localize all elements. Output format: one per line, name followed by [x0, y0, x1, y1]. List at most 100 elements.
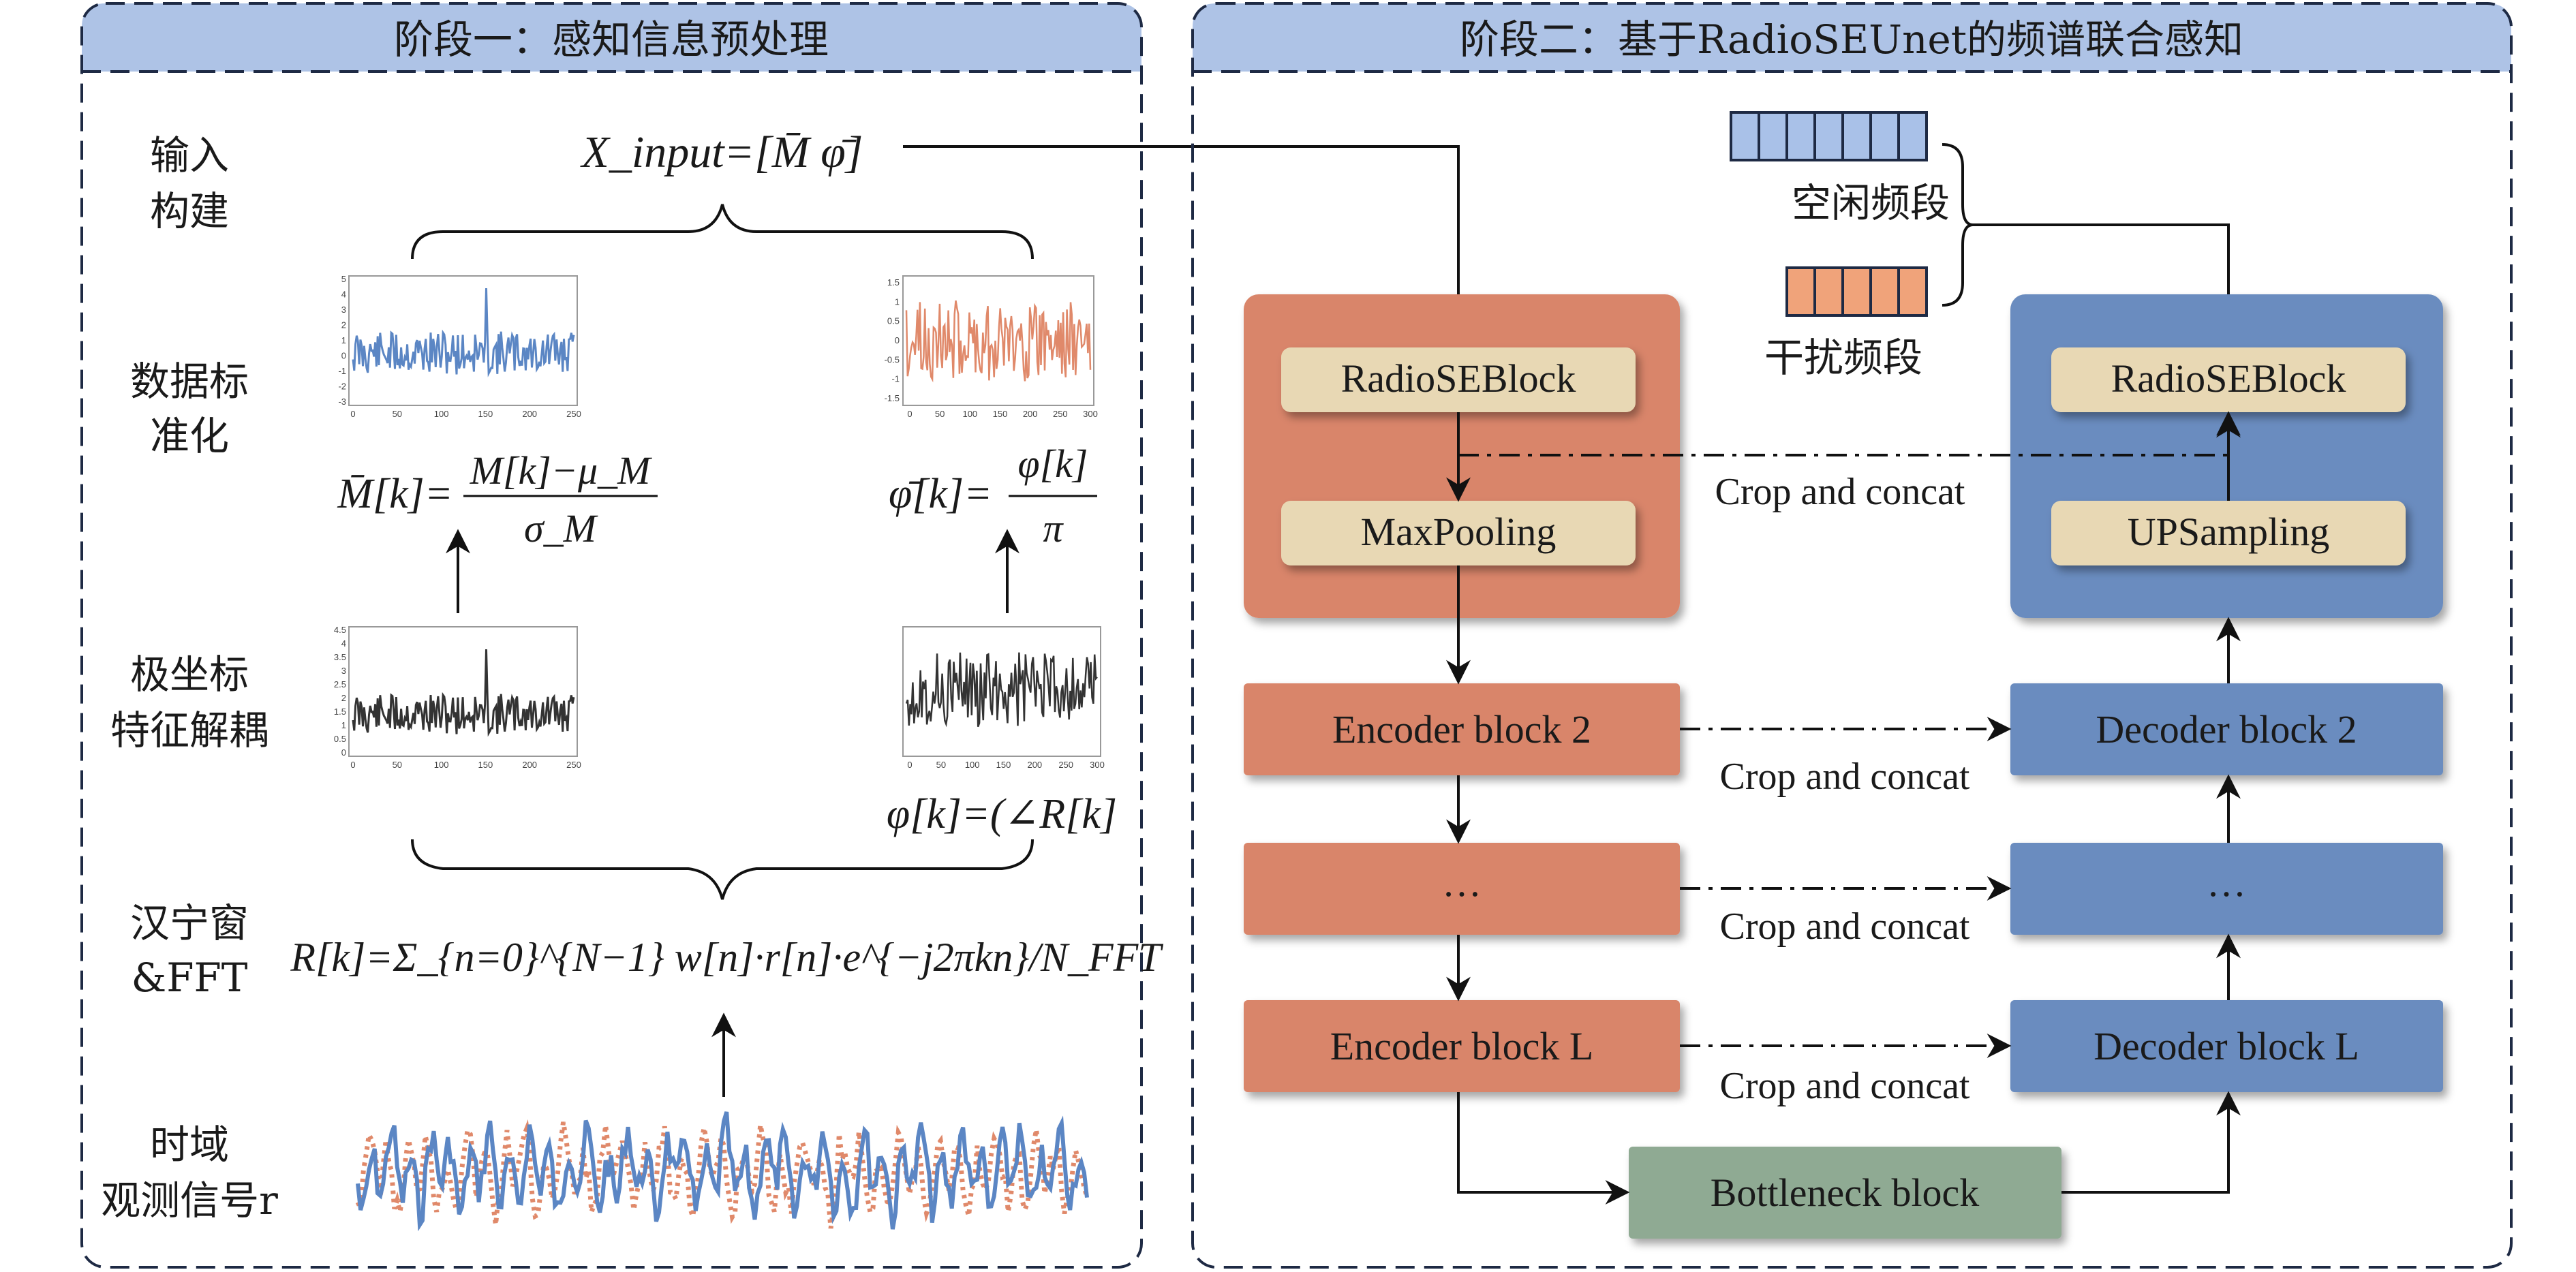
tick-label: 4: [341, 638, 346, 649]
tick-label: 250: [1053, 409, 1068, 419]
legend-idle-cells: [1730, 111, 1928, 161]
bottleneck-block: [1629, 1147, 2061, 1239]
stage1-border: [80, 2, 1143, 1269]
tick-label: 50: [393, 409, 402, 419]
tick-label: 2.5: [334, 679, 346, 689]
row-label-polar-2: 特征解耦: [110, 707, 269, 754]
tick-label: 1.5: [334, 707, 346, 717]
tick-label: 100: [434, 409, 449, 419]
tick-label: 50: [936, 760, 946, 770]
arrow-encL-to-bottleneck: [1457, 1092, 1630, 1205]
stage2-title: 阶段二：基于RadioSEUnet的频谱联合感知: [1460, 16, 2243, 63]
legend: 空闲频段 干扰频段: [1730, 111, 2230, 381]
tick-label: 0: [350, 409, 355, 419]
tick-label: -0.5: [885, 354, 900, 364]
svg-text:M̄[k]=: M̄[k]=: [337, 471, 453, 517]
raw-magnitude-series: [352, 649, 575, 737]
encoder-block-ellipsis-label: …: [1442, 860, 1482, 905]
tick-label: -2: [338, 382, 346, 392]
tick-label: 0: [341, 747, 346, 758]
tick-label: 300: [1083, 409, 1098, 419]
raw-magnitude-y-ticks: 00.511.522.533.544.5: [334, 625, 346, 758]
tick-label: 200: [1027, 760, 1042, 770]
legend-cell: [1897, 266, 1928, 317]
tick-label: 0: [907, 409, 912, 419]
stage1-panel: 阶段一：感知信息预处理 输入 构建 数据标 准化 极坐标 特征解耦 汉宁窗 &F…: [80, 2, 1471, 1269]
tick-label: 50: [935, 409, 945, 419]
tick-label: 200: [1023, 409, 1038, 419]
tick-label: -1: [338, 366, 346, 376]
legend-cell: [1869, 111, 1900, 161]
row-label-signal-2: 观测信号r: [101, 1177, 278, 1224]
tick-label: 100: [965, 760, 980, 770]
skip-label-1: Crop and concat: [1715, 471, 1965, 513]
normalized-magnitude-series: [352, 288, 575, 377]
tick-label: 1: [895, 296, 900, 307]
time-domain-signal: [355, 1111, 1090, 1232]
tick-label: 150: [996, 760, 1011, 770]
arrow-bottleneck-to-decL: [2061, 1091, 2241, 1194]
legend-cell: [1813, 266, 1844, 317]
encoder-maxpooling-label: MaxPooling: [1361, 510, 1557, 554]
encoder-block-ellipsis: [1244, 843, 1680, 935]
top-brace: [411, 204, 1034, 260]
encoder-block-L: [1244, 1000, 1680, 1092]
tick-label: 0: [341, 351, 346, 361]
svg-text:φ[k]: φ[k]: [1018, 441, 1088, 486]
decoder-block-ellipsis-label: …: [2207, 860, 2246, 905]
tick-label: -1.5: [885, 393, 900, 403]
tick-label: 0: [907, 760, 912, 770]
encoder-block-2-label: Encoder block 2: [1332, 707, 1591, 751]
legend-cell: [1841, 111, 1872, 161]
tick-label: 0: [350, 760, 355, 770]
legend-cell: [1785, 266, 1816, 317]
legend-interference-cells: [1785, 266, 1928, 317]
tick-label: 4.5: [334, 625, 346, 635]
tick-label: 5: [341, 274, 346, 284]
tick-label: 1.5: [887, 277, 900, 288]
tick-label: -3: [338, 397, 346, 407]
tick-label: 0: [895, 335, 900, 345]
decoder-block-L-label: Decoder block L: [2094, 1024, 2359, 1068]
signal-blue: [356, 1111, 1089, 1232]
input-formula: X_input=[M̄ φ̄]: [580, 127, 863, 177]
normalized-phase-series: [905, 300, 1092, 383]
tick-label: 3: [341, 305, 346, 315]
skip-connection-1: [1458, 413, 2241, 456]
legend-cell: [1841, 266, 1872, 317]
decoder-block-2-label: Decoder block 2: [2096, 707, 2357, 751]
decoder-block-ellipsis: [2010, 843, 2443, 935]
tick-label: 150: [478, 760, 493, 770]
tick-label: 1: [341, 720, 346, 730]
row-label-norm-2: 准化: [150, 413, 229, 459]
phase-normalization-formula: φ̄[k]= φ[k] π: [889, 441, 1097, 550]
tick-label: 250: [1058, 760, 1073, 770]
tick-label: 2: [341, 693, 346, 703]
stage2-border: [1191, 2, 2513, 1269]
fft-formula: R[k]=Σ_{n=0}^{N−1} w[n]·r[n]·e^{−j2πkn}/…: [290, 935, 1163, 980]
decoder-radioseblock: [2051, 347, 2406, 412]
decoder-block-L: [2010, 1000, 2443, 1092]
decoder-radioseblock-label: RadioSEBlock: [2111, 356, 2346, 401]
row-label-signal-1: 时域: [150, 1121, 229, 1168]
tick-label: 150: [478, 409, 493, 419]
legend-cell: [1813, 111, 1844, 161]
legend-cell: [1869, 266, 1900, 317]
svg-text:σ_M: σ_M: [524, 506, 598, 550]
tick-label: 0.5: [887, 316, 900, 326]
legend-cell: [1758, 111, 1788, 161]
row-label-fft-2: &FFT: [132, 955, 248, 1001]
encoder-block-L-label: Encoder block L: [1330, 1024, 1594, 1068]
stage2-panel: 阶段二：基于RadioSEUnet的频谱联合感知 空闲频段 干扰频段 Radio…: [1191, 2, 2513, 1269]
arrow-input-to-encoder: [903, 145, 1471, 343]
legend-interference-label: 干扰频段: [1764, 335, 1922, 381]
tick-label: 100: [434, 760, 449, 770]
row-label-input-2: 构建: [150, 188, 229, 234]
tick-label: 0.5: [334, 734, 346, 744]
